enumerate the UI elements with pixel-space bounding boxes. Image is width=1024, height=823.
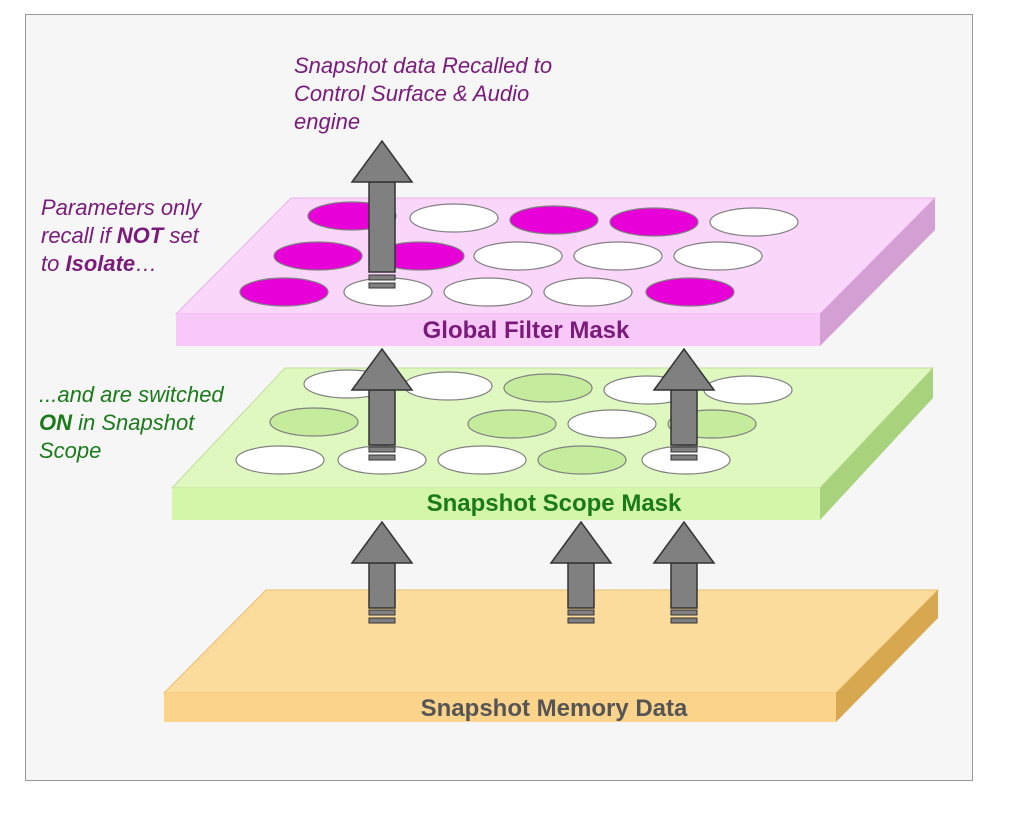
scope-annotation-line: ...and are switched xyxy=(39,382,224,407)
scope-annotation: ...and are switched ON in Snapshot Scope xyxy=(39,381,224,465)
parameter-slot xyxy=(709,207,799,237)
parameter-slot xyxy=(239,277,329,307)
global-layer-front xyxy=(176,314,820,346)
parameter-slot xyxy=(403,371,493,401)
parameter-slot xyxy=(573,241,663,271)
recall-annotation-line: Control Surface & Audio xyxy=(294,81,530,106)
parameter-slot xyxy=(703,375,793,405)
parameter-slot xyxy=(673,241,763,271)
parameter-slot xyxy=(609,207,699,237)
isolate-annotation-line: recall if NOT set xyxy=(41,223,199,248)
parameter-slot xyxy=(437,445,527,475)
memory-layer-label: Snapshot Memory Data xyxy=(421,695,688,722)
scope-annotation-line: Scope xyxy=(39,438,102,463)
parameter-slot xyxy=(273,241,363,271)
memory-layer-front xyxy=(164,693,836,722)
parameter-slot xyxy=(409,203,499,233)
not-emphasis: NOT xyxy=(116,223,164,248)
parameter-slot xyxy=(343,277,433,307)
recall-arrow xyxy=(350,139,414,289)
memory-layer-top xyxy=(162,589,940,694)
recall-annotation: Snapshot data Recalled to Control Surfac… xyxy=(294,52,552,136)
memory-layer: Snapshot Memory Data xyxy=(162,589,940,722)
up-arrow-icon xyxy=(652,520,716,624)
scope-layer: Snapshot Scope Mask xyxy=(170,367,935,520)
up-arrow-icon xyxy=(350,520,414,624)
up-arrow-icon xyxy=(350,347,414,461)
recall-annotation-line: engine xyxy=(294,109,361,134)
global-layer-label: Global Filter Mask xyxy=(423,317,630,344)
memory-layer-side xyxy=(836,590,938,722)
parameter-slot xyxy=(473,241,563,271)
parameter-slot xyxy=(645,277,735,307)
global-layer: Global Filter Mask xyxy=(174,197,937,346)
isolate-annotation-line: Parameters only xyxy=(41,195,202,220)
up-arrow-icon xyxy=(350,139,414,289)
memory-to-scope-arrows xyxy=(350,520,716,624)
parameter-slot xyxy=(503,373,593,403)
isolate-emphasis: Isolate xyxy=(65,251,136,276)
scope-annotation-line: ON in Snapshot xyxy=(39,410,195,435)
parameter-slot xyxy=(509,205,599,235)
global-parameter-slots xyxy=(239,201,799,307)
scope-to-global-arrows xyxy=(350,347,716,461)
parameter-slot xyxy=(269,407,359,437)
parameter-slot xyxy=(543,277,633,307)
scope-layer-front xyxy=(172,488,820,520)
parameter-slot xyxy=(235,445,325,475)
on-emphasis: ON xyxy=(39,410,72,435)
up-arrow-icon xyxy=(549,520,613,624)
parameter-slot xyxy=(443,277,533,307)
recall-annotation-line: Snapshot data Recalled to xyxy=(294,53,553,78)
parameter-slot xyxy=(537,445,627,475)
scope-layer-label: Snapshot Scope Mask xyxy=(427,490,682,517)
parameter-slot xyxy=(567,409,657,439)
parameter-slot xyxy=(467,409,557,439)
global-layer-side xyxy=(820,198,935,346)
scope-layer-side xyxy=(820,368,933,520)
isolate-annotation-line: to Isolate… xyxy=(41,251,158,276)
isolate-annotation: Parameters only recall if NOT set to Iso… xyxy=(41,194,201,278)
up-arrow-icon xyxy=(652,347,716,461)
